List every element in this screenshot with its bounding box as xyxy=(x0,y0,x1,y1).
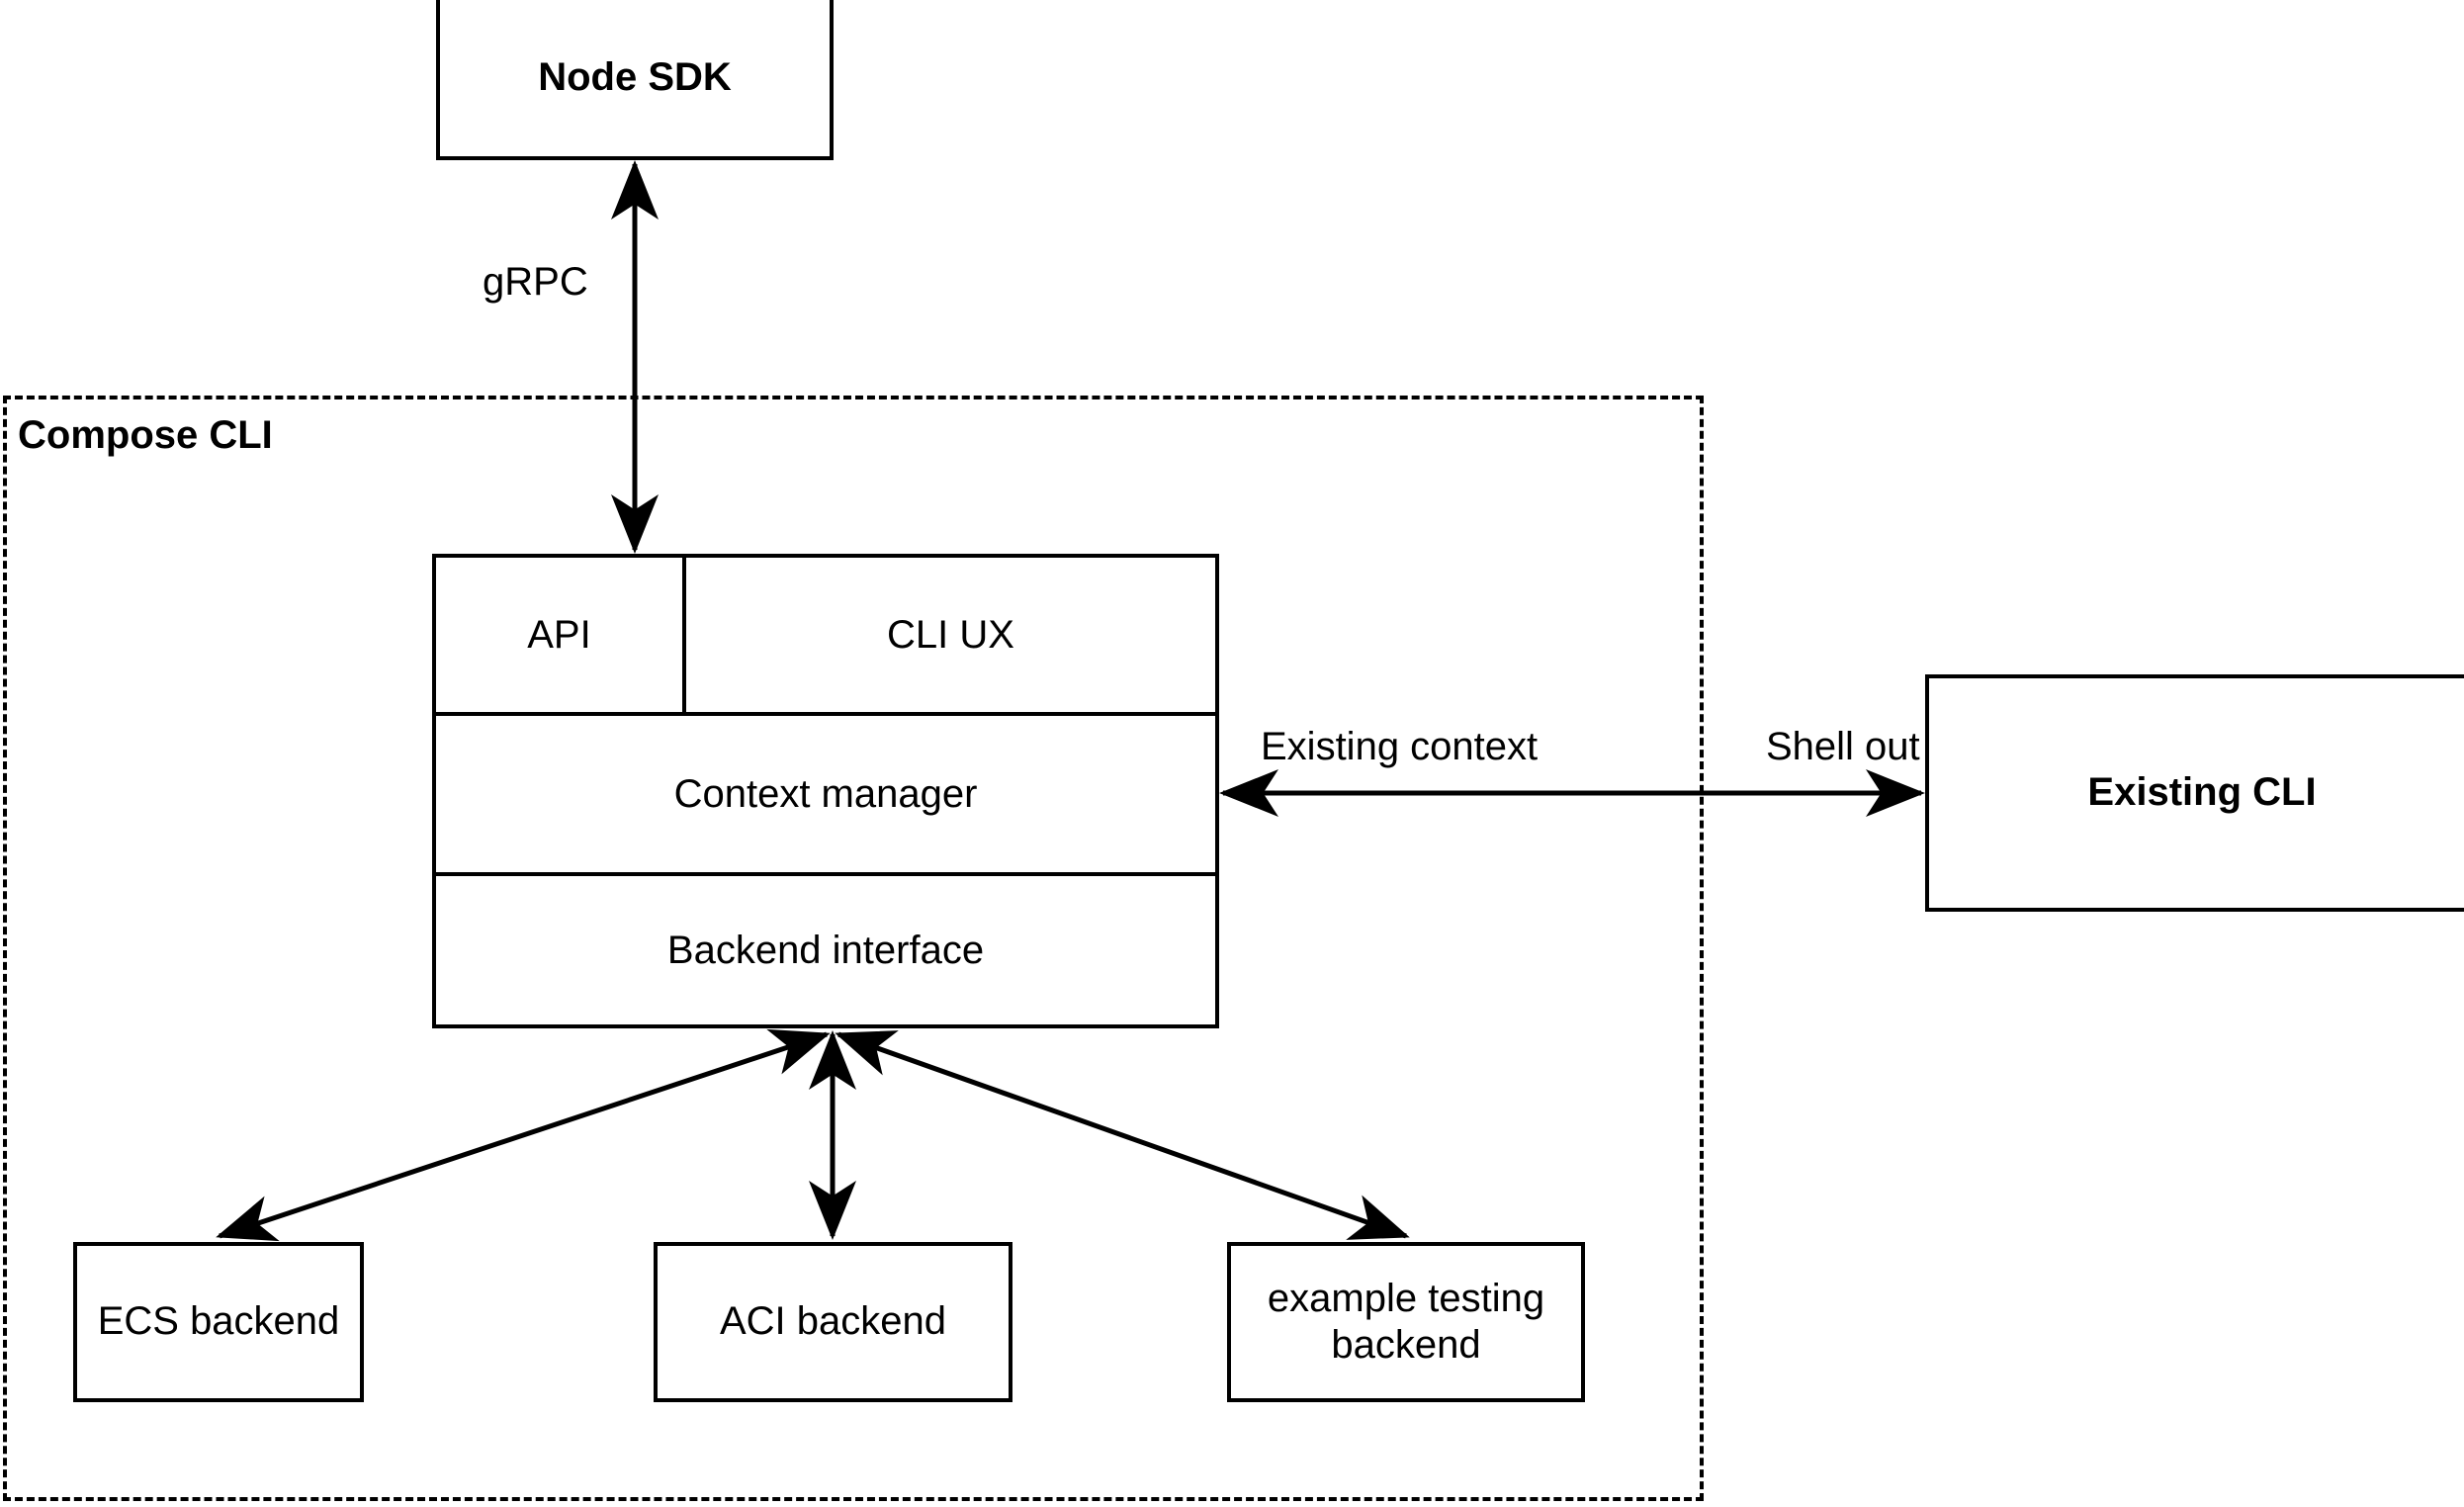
stack-row-context-manager[interactable]: Context manager xyxy=(436,716,1215,876)
example-testing-backend-label: example testing backend xyxy=(1267,1276,1545,1367)
backend-interface-label: Backend interface xyxy=(666,928,985,972)
node-sdk-label: Node SDK xyxy=(538,55,732,100)
ecs-backend-box[interactable]: ECS backend xyxy=(73,1242,364,1402)
stack-row-backend-interface[interactable]: Backend interface xyxy=(436,876,1215,1024)
existing-context-edge-label: Existing context xyxy=(1261,725,1539,768)
shell-out-edge-label: Shell out xyxy=(1766,725,1920,768)
stack-cell-context-manager[interactable]: Context manager xyxy=(436,716,1215,872)
compose-cli-group-boundary xyxy=(3,396,1704,1501)
existing-cli-box[interactable]: Existing CLI xyxy=(1925,674,2464,912)
stack-cell-cli-ux[interactable]: CLI UX xyxy=(686,558,1215,712)
stack-cell-backend-interface[interactable]: Backend interface xyxy=(436,876,1215,1024)
context-manager-label: Context manager xyxy=(673,771,978,816)
compose-cli-stack: API CLI UX Context manager Backend inter… xyxy=(432,554,1219,1028)
stack-cell-api[interactable]: API xyxy=(436,558,686,712)
aci-backend-label: ACI backend xyxy=(719,1299,947,1344)
api-label: API xyxy=(527,612,591,657)
grpc-edge-label: gRPC xyxy=(483,260,588,304)
aci-backend-box[interactable]: ACI backend xyxy=(654,1242,1012,1402)
node-sdk-box[interactable]: Node SDK xyxy=(436,0,834,160)
compose-cli-group-label: Compose CLI xyxy=(18,413,273,457)
ecs-backend-label: ECS backend xyxy=(97,1299,340,1344)
existing-cli-label: Existing CLI xyxy=(2087,770,2317,815)
stack-row-api-cliux: API CLI UX xyxy=(436,558,1215,716)
cli-ux-label: CLI UX xyxy=(887,612,1014,657)
example-testing-backend-box[interactable]: example testing backend xyxy=(1227,1242,1585,1402)
